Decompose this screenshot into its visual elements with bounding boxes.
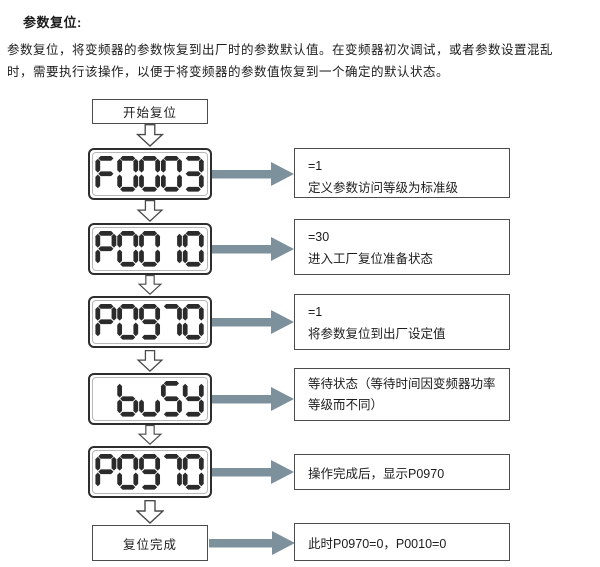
- note-text: 定义参数访问等级为标准级: [308, 181, 459, 195]
- intro-line-1: 参数复位，将变频器的参数恢复到出厂时的参数默认值。在变频器初次调试，或者参数设置…: [7, 43, 554, 57]
- right-arrow-icon: [212, 460, 294, 484]
- note-text: 操作完成后，显示P0970: [308, 466, 445, 481]
- note-box-complete: 操作完成后，显示P0970: [294, 454, 510, 490]
- lcd-display-p0010: [88, 223, 212, 275]
- lcd-display-p0970: [88, 296, 212, 348]
- down-arrow-icon: [136, 124, 164, 147]
- flow-end-box: 复位完成: [92, 525, 208, 561]
- flow-start-box: 开始复位: [92, 99, 208, 124]
- intro-paragraph: 参数复位，将变频器的参数恢复到出厂时的参数默认值。在变频器初次调试，或者参数设置…: [7, 40, 593, 83]
- note-text: 等待状态（等待时间因变频器功率等级而不同）: [308, 377, 496, 412]
- flow-end-label: 复位完成: [122, 537, 177, 552]
- down-arrow-icon: [137, 275, 163, 295]
- down-arrow-icon: [136, 500, 164, 524]
- note-box-f0003: =1 定义参数访问等级为标准级: [294, 148, 510, 198]
- lcd-display-f0003: [88, 148, 212, 200]
- right-arrow-icon: [212, 162, 294, 186]
- lcd-screen: [92, 300, 208, 344]
- down-arrow-icon: [137, 425, 163, 445]
- right-arrow-icon: [209, 531, 295, 555]
- page-title: 参数复位:: [23, 15, 82, 30]
- note-value: =1: [308, 305, 323, 319]
- right-arrow-icon: [212, 310, 294, 334]
- lcd-display-p0970-final: [88, 446, 212, 498]
- intro-line-2: 时，需要执行该操作，以便于将变频器的参数值恢复到一个确定的默认状态。: [7, 64, 450, 79]
- note-box-p0010: =30 进入工厂复位准备状态: [294, 219, 510, 275]
- lcd-screen: [92, 152, 208, 196]
- note-value: =30: [308, 230, 330, 244]
- right-arrow-icon: [212, 387, 294, 411]
- note-box-busy: 等待状态（等待时间因变频器功率等级而不同）: [294, 368, 510, 421]
- note-box-end: 此时P0970=0，P0010=0: [294, 523, 510, 561]
- note-text: 进入工厂复位准备状态: [308, 252, 434, 266]
- note-text: 将参数复位到出厂设定值: [308, 327, 446, 341]
- note-value: =1: [308, 159, 323, 173]
- lcd-display-busy: [88, 373, 212, 425]
- right-arrow-icon: [212, 237, 294, 261]
- down-arrow-icon: [136, 350, 164, 372]
- lcd-screen: [92, 377, 208, 421]
- note-box-p0970: =1 将参数复位到出厂设定值: [294, 294, 510, 350]
- flow-start-label: 开始复位: [122, 106, 177, 120]
- note-text: 此时P0970=0，P0010=0: [308, 536, 447, 551]
- down-arrow-icon: [136, 200, 164, 222]
- lcd-screen: [92, 227, 208, 271]
- lcd-screen: [92, 450, 208, 494]
